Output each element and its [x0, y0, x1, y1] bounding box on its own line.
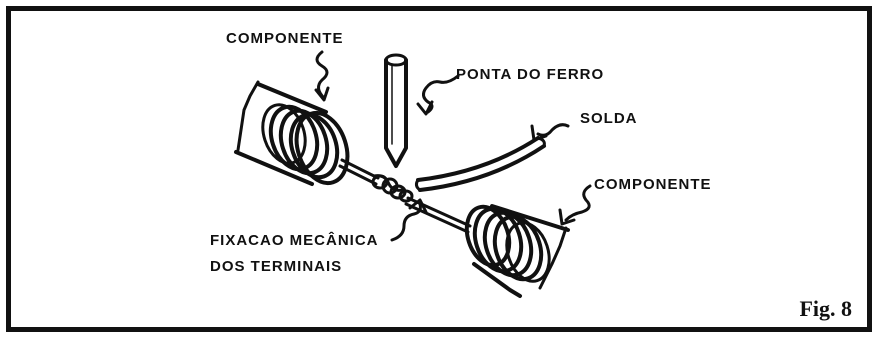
solder-wire: [414, 136, 546, 192]
label-fixacao-line2: DOS TERMINAIS: [210, 258, 343, 275]
left-component: [234, 80, 350, 186]
label-ponta-do-ferro: PONTA DO FERRO: [456, 66, 605, 83]
figure-frame: [6, 6, 872, 332]
label-solda: SOLDA: [580, 110, 638, 127]
label-componente-right: COMPONENTE: [594, 176, 712, 193]
right-component: [464, 204, 570, 298]
figure-number: Fig. 8: [799, 296, 852, 321]
label-componente-top: COMPONENTE: [226, 30, 344, 47]
twisted-joint: [371, 174, 414, 203]
label-fixacao-line1: FIXACAO MECÂNICA: [210, 232, 379, 249]
soldering-iron-tip: [384, 53, 408, 168]
leader-lines: [314, 50, 592, 242]
